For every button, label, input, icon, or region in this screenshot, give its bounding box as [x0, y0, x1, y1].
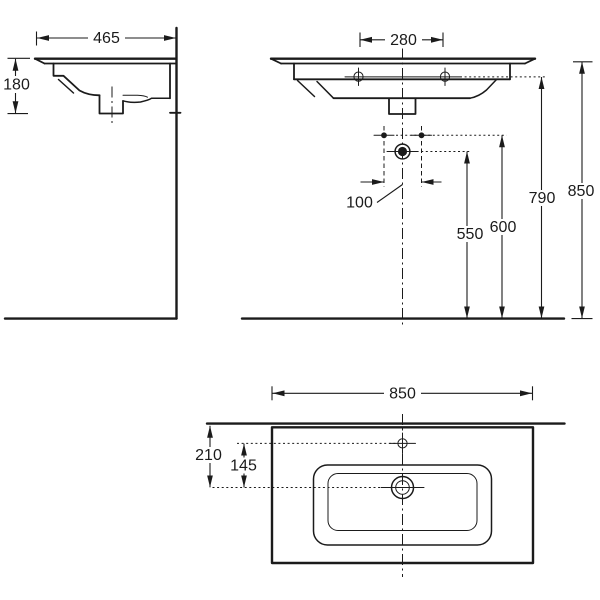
- dim-label-overall-height: 850: [568, 183, 595, 200]
- bowl-slope-left-inner: [316, 80, 335, 99]
- side-view: [3, 26, 182, 320]
- deck-chamfer-left: [270, 57, 282, 65]
- dim-label-faucet-spacing: 280: [390, 32, 417, 49]
- drain-box-side: [98, 94, 124, 115]
- dim-label-side-height: 180: [3, 77, 30, 94]
- basin-inner-slope: [57, 78, 75, 94]
- dim-label-side-depth: 465: [93, 30, 120, 47]
- plan-view: [205, 386, 566, 577]
- leader-100: [376, 184, 403, 203]
- channel-top-line: [122, 94, 148, 98]
- bowl-slope-right: [469, 78, 498, 99]
- dim-label-faucet-to-drain: 145: [230, 457, 257, 474]
- dim-label-back-to-drain: 210: [195, 447, 222, 464]
- label-masks: [1, 29, 599, 474]
- dim-label-plan-width: 850: [389, 385, 416, 402]
- overflow-channel: [122, 97, 171, 104]
- bowl-slope-left-outer: [296, 79, 316, 98]
- front-view: [240, 32, 593, 326]
- dimension-labels: 465 180 280 100 550 600 790 850 850 210 …: [3, 30, 594, 474]
- deck-chamfer-right: [524, 57, 536, 65]
- basin-deck-chamfer: [34, 57, 46, 65]
- dim-label-drain-height: 550: [457, 226, 484, 243]
- dim-label-fixing-height: 600: [490, 219, 517, 236]
- countertop-outline: [270, 426, 535, 565]
- basin-front-profile: [52, 62, 101, 97]
- dim-label-fixing-spacing: 100: [346, 195, 373, 212]
- dim-label-rim-height: 790: [529, 190, 556, 207]
